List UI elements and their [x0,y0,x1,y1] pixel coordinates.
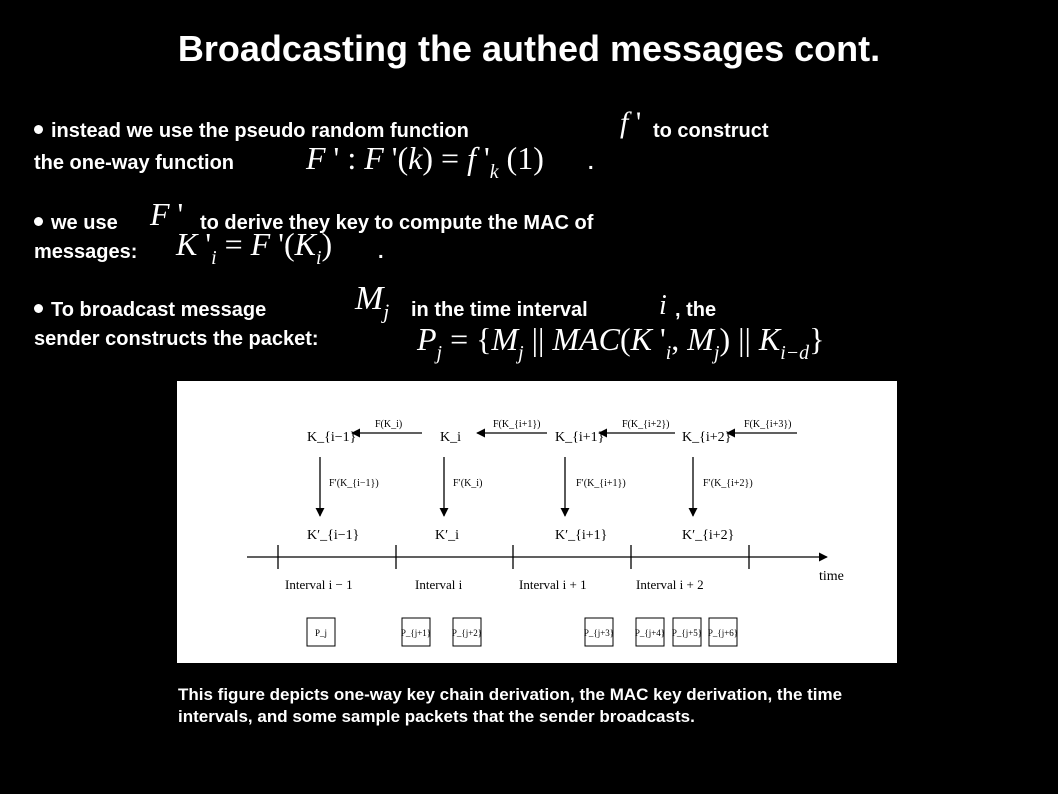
interval-label: Interval i + 1 [519,577,587,592]
packet-label: P_{j+3} [584,628,614,638]
mac-key-i-plus-2: K′_{i+2} [682,528,734,543]
formula-message: Mj [355,280,390,324]
packet-label: P_j [315,628,327,638]
formula-packet: Pj = {Mj || MAC(K 'i, Mj) || Ki−d} [417,321,825,364]
derive-label: F′(K_i) [453,478,482,489]
derive-label: F′(K_{i+2}) [703,478,753,489]
bullet-broadcast-text-2a: sender constructs the packet: [34,328,319,350]
mac-key-i: K′_i [435,528,459,543]
key-i-minus-1: K_{i−1} [307,430,356,445]
chain-label: F(K_{i+2}) [622,419,669,430]
bullet-mac-text-2b: . [378,241,384,263]
packet-box [306,617,336,647]
formula-f-prime: f ' [620,106,642,139]
bullet-broadcast-text-1c: , the [675,299,717,321]
key-chain-figure: K_{i−1} K_i K_{i+1} K_{i+2} F(K_i) F(K_{… [177,381,897,663]
bullet-mac-key: we use [34,210,118,236]
bullet-mac-text-1a: we use [51,212,118,234]
key-chain-diagram: K_{i−1} K_i K_{i+1} K_{i+2} F(K_i) F(K_{… [247,419,844,647]
chain-label: F(K_i) [375,419,402,430]
key-i-plus-1: K_{i+1} [555,430,604,445]
chain-label: F(K_{i+1}) [493,419,540,430]
packet-label: P_{j+1} [401,628,431,638]
packet-label: P_{j+2} [452,628,482,638]
packet-box [401,617,431,647]
packet-label: P_{j+4} [635,628,665,638]
bullet-dot-icon [34,217,43,226]
packet-box [708,617,738,647]
bullet-dot-icon [34,304,43,313]
formula-interval-i: i [659,290,667,321]
mac-key-i-plus-1: K′_{i+1} [555,528,607,543]
bullet-mac-text-2a: messages: [34,241,138,263]
time-label: time [819,569,844,584]
packet-label: P_{j+6} [708,628,738,638]
key-i-plus-2: K_{i+2} [682,430,731,445]
bullet-prf-text-2a: the one-way function [34,152,234,174]
bullet-prf-text-1b: to construct [653,120,769,142]
bullet-mac-text-1b: to derive they key to compute the MAC of [200,212,594,234]
formula-F-prime: F ' [150,196,184,232]
bullet-broadcast-text-1a: To broadcast message [51,299,267,321]
figure-caption: This figure depicts one-way key chain de… [178,685,843,726]
bullet-broadcast-text-1b: in the time interval [411,299,588,321]
packet-label: P_{j+5} [672,628,702,638]
bullet-prf: instead we use the pseudo random functio… [34,118,469,144]
interval-label: Interval i − 1 [285,577,353,592]
bullet-prf-text-1a: instead we use the pseudo random functio… [51,120,469,142]
slide-title: Broadcasting the authed messages cont. [177,28,881,69]
formula-one-way-function: F ' : F '(k) = f 'k (1) [306,140,544,183]
packet-box [635,617,665,647]
packet-box [452,617,482,647]
derive-label: F′(K_{i+1}) [576,478,626,489]
bullet-prf-text-2b: . [588,152,594,174]
derive-label: F′(K_{i−1}) [329,478,379,489]
mac-key-i-minus-1: K′_{i−1} [307,528,359,543]
chain-label: F(K_{i+3}) [744,419,791,430]
formula-mac-key: K 'i = F '(Ki) [176,226,333,269]
key-i: K_i [440,430,461,445]
bullet-broadcast: To broadcast message [34,297,266,323]
bullet-dot-icon [34,125,43,134]
interval-label: Interval i [415,577,463,592]
interval-label: Interval i + 2 [636,577,704,592]
packet-box [584,617,614,647]
packet-box [672,617,702,647]
